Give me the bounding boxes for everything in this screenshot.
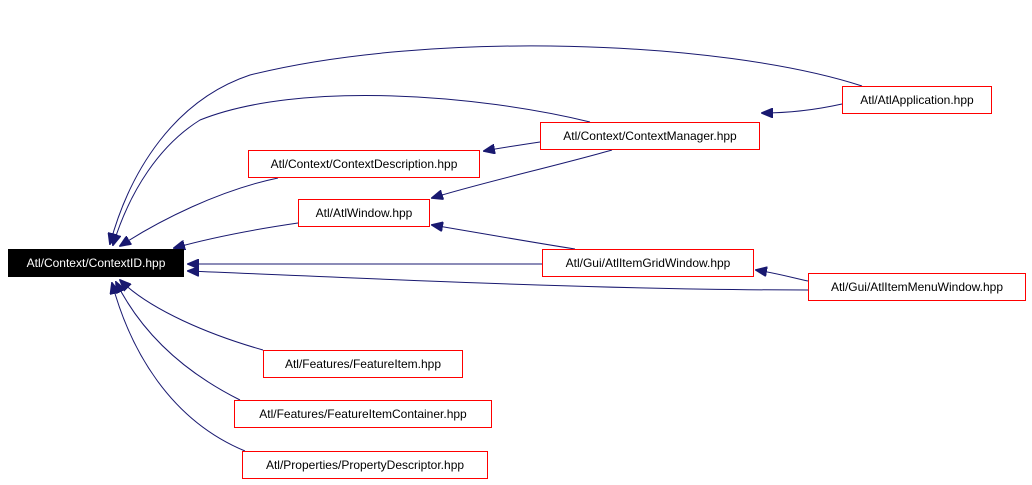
edge-contextmanager-to-contextid xyxy=(113,94,591,245)
edge-featureitemcontainer-to-contextid xyxy=(116,282,241,401)
node-application[interactable]: Atl/AtlApplication.hpp xyxy=(842,86,992,114)
edge-featureitem-to-contextid xyxy=(120,280,264,351)
edge-contextdescription-to-contextid xyxy=(120,177,279,246)
edge-contextmanager-to-contextdescription xyxy=(484,141,541,151)
node-box-contextdescription xyxy=(248,150,480,178)
edges-layer xyxy=(110,45,863,452)
node-atlwindow[interactable]: Atl/AtlWindow.hpp xyxy=(298,199,430,227)
node-box-atlwindow xyxy=(298,199,430,227)
node-box-itemgridwindow xyxy=(542,249,754,277)
edge-propertydescriptor-to-contextid xyxy=(112,283,246,452)
node-label-application: Atl/AtlApplication.hpp xyxy=(860,93,974,107)
edge-itemmenuwindow-to-contextid xyxy=(188,271,809,291)
edge-itemgridwindow-to-atlwindow xyxy=(432,225,576,250)
edge-application-to-contextid xyxy=(110,45,863,244)
node-contextid: Atl/Context/ContextID.hpp xyxy=(8,249,184,277)
node-contextmanager[interactable]: Atl/Context/ContextManager.hpp xyxy=(540,122,760,150)
node-label-featureitem: Atl/Features/FeatureItem.hpp xyxy=(285,357,441,371)
node-label-itemgridwindow: Atl/Gui/AtlItemGridWindow.hpp xyxy=(566,256,731,270)
node-label-itemmenuwindow: Atl/Gui/AtlItemMenuWindow.hpp xyxy=(831,280,1003,294)
node-itemgridwindow[interactable]: Atl/Gui/AtlItemGridWindow.hpp xyxy=(542,249,754,277)
node-label-propertydescriptor: Atl/Properties/PropertyDescriptor.hpp xyxy=(266,458,464,472)
node-itemmenuwindow[interactable]: Atl/Gui/AtlItemMenuWindow.hpp xyxy=(808,273,1026,301)
edge-atlwindow-to-contextid xyxy=(174,222,299,248)
node-box-featureitemcontainer xyxy=(234,400,492,428)
edge-contextmanager-to-atlwindow xyxy=(432,149,613,198)
node-contextdescription[interactable]: Atl/Context/ContextDescription.hpp xyxy=(248,150,480,178)
node-label-contextdescription: Atl/Context/ContextDescription.hpp xyxy=(271,157,458,171)
node-box-application xyxy=(842,86,992,114)
node-label-featureitemcontainer: Atl/Features/FeatureItemContainer.hpp xyxy=(259,407,467,421)
node-featureitem[interactable]: Atl/Features/FeatureItem.hpp xyxy=(263,350,463,378)
node-featureitemcontainer[interactable]: Atl/Features/FeatureItemContainer.hpp xyxy=(234,400,492,428)
nodes-layer: Atl/Context/ContextID.hpp Atl/AtlApplicat… xyxy=(8,86,1026,479)
node-label-contextmanager: Atl/Context/ContextManager.hpp xyxy=(563,129,737,143)
edge-application-to-contextmanager xyxy=(762,103,843,113)
node-box-itemmenuwindow xyxy=(808,273,1026,301)
node-box-contextmanager xyxy=(540,122,760,150)
node-label-contextid: Atl/Context/ContextID.hpp xyxy=(27,256,166,270)
node-propertydescriptor[interactable]: Atl/Properties/PropertyDescriptor.hpp xyxy=(242,451,488,479)
node-label-atlwindow: Atl/AtlWindow.hpp xyxy=(316,206,413,220)
node-box-featureitem xyxy=(263,350,463,378)
edge-itemmenuwindow-to-itemgridwindow xyxy=(756,270,809,282)
node-box-propertydescriptor xyxy=(242,451,488,479)
node-box-contextid xyxy=(8,249,184,277)
